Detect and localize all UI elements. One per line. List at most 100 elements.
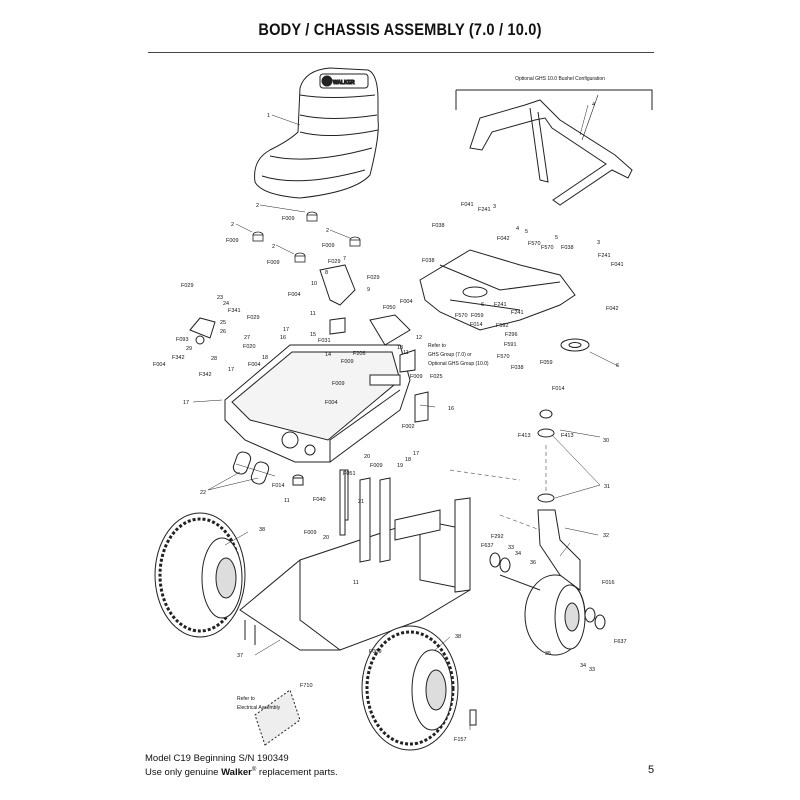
callout: 36: [530, 560, 536, 566]
drive-wheel-right: [361, 625, 459, 751]
callout: 3: [493, 204, 496, 210]
callout: F004: [400, 299, 413, 305]
callout: F004: [248, 362, 261, 368]
callout: F059: [540, 360, 553, 366]
callout: 34: [515, 551, 521, 557]
page-title: BODY / CHASSIS ASSEMBLY (7.0 / 10.0): [258, 20, 542, 39]
callout: 16: [448, 406, 454, 412]
ghs-ref-note-line3: Optional GHS Group (10.0): [428, 361, 489, 367]
callout: F041: [461, 202, 474, 208]
callout: F341: [228, 308, 241, 314]
callout: 15: [310, 332, 316, 338]
callout: F014: [272, 483, 285, 489]
callout: 2: [231, 222, 234, 228]
callout: F241: [478, 207, 491, 213]
callout: F038: [422, 258, 435, 264]
callout: 26: [220, 329, 226, 335]
callout: 17: [413, 451, 419, 457]
callout: F050: [383, 305, 396, 311]
callout: 17: [283, 327, 289, 333]
callout: 38: [455, 634, 461, 640]
callout: 17: [228, 367, 234, 373]
chassis-frame: [239, 469, 471, 651]
callout: 28: [211, 356, 217, 362]
callout: F241: [598, 253, 611, 259]
callout: F710: [300, 683, 313, 689]
callout: F002: [402, 424, 415, 430]
callout: F042: [497, 236, 510, 242]
callout: 14: [325, 352, 331, 358]
seat-support-frame: [419, 249, 590, 352]
callout: F029: [367, 275, 380, 281]
callout: 10: [311, 281, 317, 287]
callout: F038: [511, 365, 524, 371]
callout: F009: [322, 243, 335, 249]
callout: 25: [220, 320, 226, 326]
callout: F157: [454, 737, 467, 743]
callout: 18: [262, 355, 268, 361]
callout: F413: [518, 433, 531, 439]
callout: F570: [528, 241, 541, 247]
callout: 11: [284, 498, 290, 504]
callout: 6: [616, 363, 619, 369]
callout: F413: [561, 433, 574, 439]
callout: F040: [313, 497, 326, 503]
callout: F009: [304, 530, 317, 536]
ghs-ref-note-line2: GHS Group (7.0) or: [428, 352, 472, 358]
callout: F014: [470, 322, 483, 328]
callout: 18: [405, 457, 411, 463]
callout: F296: [505, 332, 518, 338]
callout: F038: [561, 245, 574, 251]
callout: 29: [186, 346, 192, 352]
callout: 33: [508, 545, 514, 551]
title-divider: [148, 52, 654, 53]
callout: F009: [226, 238, 239, 244]
callout: F029: [181, 283, 194, 289]
footer: Model C19 Beginning S/N 190349 Use only …: [145, 753, 338, 778]
callout: 20: [323, 535, 329, 541]
callout: F020: [243, 344, 256, 350]
callout: 20: [364, 454, 370, 460]
callout: F004: [288, 292, 301, 298]
leader-lines: [192, 104, 619, 730]
callout: 23: [217, 295, 223, 301]
model-line: Model C19 Beginning S/N 190349: [145, 753, 289, 764]
callout: 27: [244, 335, 250, 341]
rubber-bumpers: [252, 211, 361, 263]
callout: F004: [153, 362, 166, 368]
callout: F041: [611, 262, 624, 268]
callout: 31: [604, 484, 610, 490]
caster-wheel: [489, 409, 606, 656]
callout: 2: [256, 203, 259, 209]
callout: F004: [325, 400, 338, 406]
callout: F009: [267, 260, 280, 266]
callout: 13: [397, 345, 403, 351]
callout: 8: [325, 270, 328, 276]
callout: F051: [343, 471, 356, 477]
callout: F009: [332, 381, 345, 387]
callout: F038: [432, 223, 445, 229]
callout: 11: [403, 350, 409, 356]
callout: F093: [176, 337, 189, 343]
callout: 9: [367, 287, 370, 293]
callout: F241: [511, 310, 524, 316]
callout: 7: [343, 256, 346, 262]
drive-wheel-left: [154, 512, 246, 638]
callout: 35: [545, 651, 551, 657]
callout: F342: [199, 372, 212, 378]
callout: 2: [272, 244, 275, 250]
callout: 21: [358, 499, 364, 505]
callout: 4: [516, 226, 519, 232]
callout: 38: [259, 527, 265, 533]
callout: 22: [200, 490, 206, 496]
callout: F029: [247, 315, 260, 321]
callout: 34: [580, 663, 586, 669]
callout-labels: 1 2 2 2 2 F009 F009 F009 F009 4 F041 F24…: [153, 102, 627, 743]
parts-line: Use only genuine Walker® replacement par…: [145, 766, 338, 778]
brand-name: Walker: [221, 766, 252, 778]
callout: 4: [592, 102, 595, 108]
seat-part: WALKER: [254, 67, 379, 199]
callout: F009: [341, 359, 354, 365]
callout: F009: [370, 463, 383, 469]
